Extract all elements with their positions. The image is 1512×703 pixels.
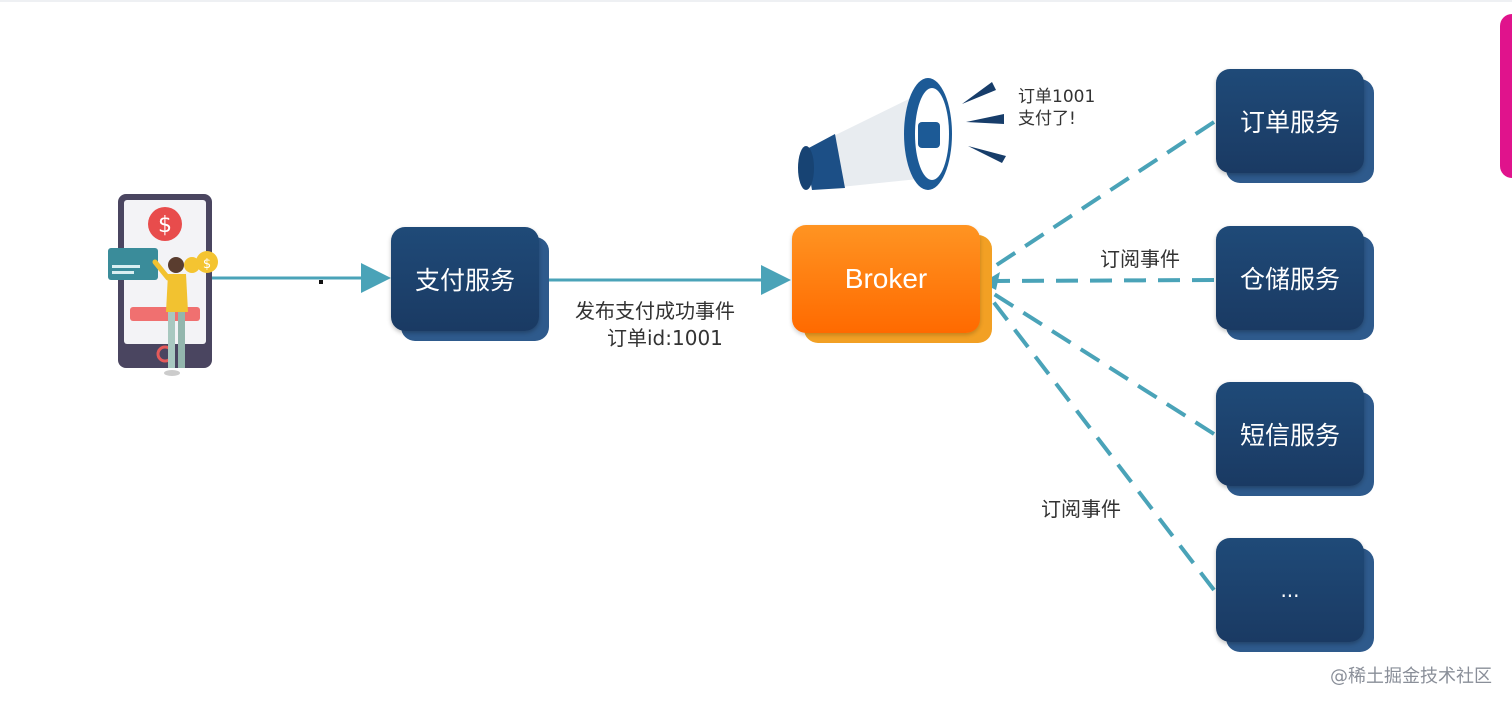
edge-accent-bar: [1500, 14, 1512, 178]
order-id-label: 订单id:1001: [607, 326, 723, 350]
mobile-payment-illustration: $ $: [108, 194, 218, 376]
dot-mark: [319, 280, 323, 284]
broker-node: Broker: [792, 225, 992, 343]
sms-service-node: 短信服务: [1216, 382, 1374, 496]
dashed-line-order: [990, 120, 1216, 270]
announce-line-2: 支付了!: [1018, 109, 1076, 129]
payment-service-label: 支付服务: [414, 266, 515, 295]
svg-text:$: $: [203, 257, 211, 272]
dashed-line-sms: [992, 292, 1216, 436]
dashed-line-warehouse: [995, 278, 1215, 283]
subscriber-label: 仓储服务: [1239, 265, 1340, 294]
order-service-node: 订单服务: [1216, 69, 1374, 183]
announce-line-1: 订单1001: [1018, 87, 1096, 107]
subscribe-label-bottom: 订阅事件: [1041, 497, 1121, 521]
subscriber-label: 订单服务: [1239, 108, 1340, 137]
subscriber-label: ...: [1280, 578, 1300, 602]
dashed-line-more: [990, 298, 1216, 592]
dollar-icon: [148, 207, 182, 241]
megaphone-icon: [798, 78, 1006, 190]
warehouse-service-node: 仓储服务: [1216, 226, 1374, 340]
broker-label: Broker: [844, 263, 928, 294]
more-services-node: ...: [1216, 538, 1374, 652]
subscribe-label-top: 订阅事件: [1100, 247, 1180, 271]
subscriber-label: 短信服务: [1239, 421, 1340, 450]
card-icon: [108, 248, 158, 280]
publish-event-label: 发布支付成功事件: [575, 299, 735, 323]
payment-service-node: 支付服务: [391, 227, 549, 341]
watermark: @稀土掘金技术社区: [1330, 666, 1492, 687]
dollar-symbol: $: [158, 213, 172, 238]
top-border: [0, 0, 1512, 2]
